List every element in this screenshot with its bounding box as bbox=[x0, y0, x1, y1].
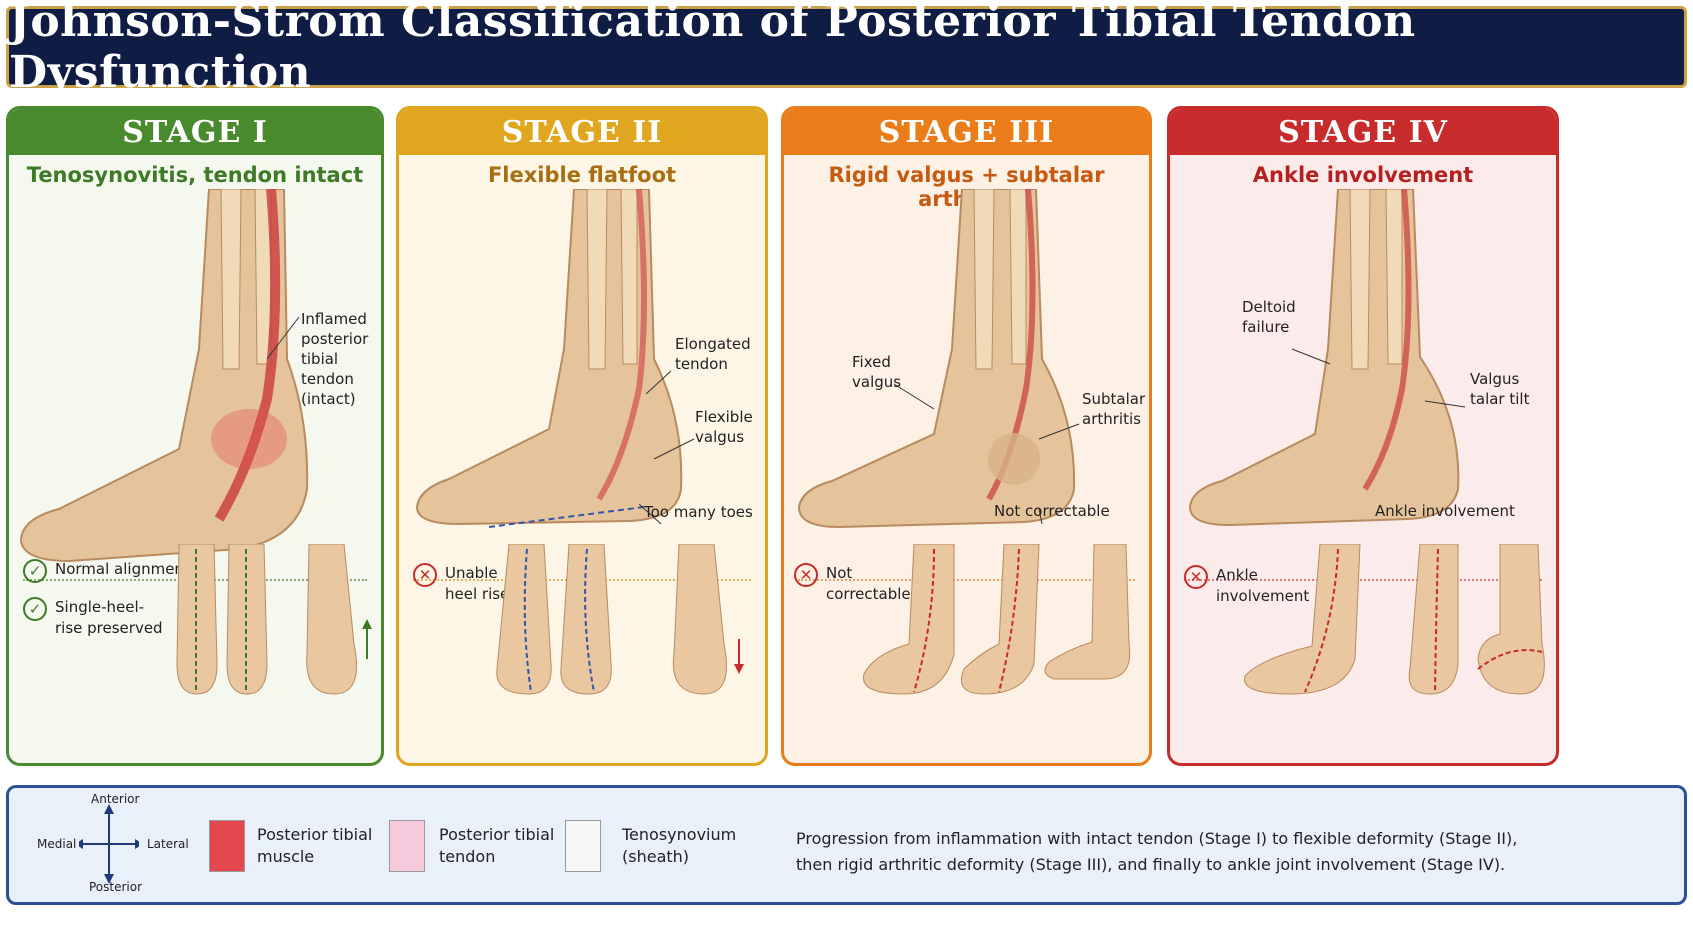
swatch-sheath bbox=[565, 820, 601, 872]
title-bar: Johnson-Strom Classification of Posterio… bbox=[6, 0, 1687, 98]
stage-2-label-elongated: Elongated tendon bbox=[675, 335, 751, 373]
swatch-muscle bbox=[209, 820, 245, 872]
stage-3-foot-illustration bbox=[797, 189, 1080, 529]
legend-sheath-label: Tenosynovium (sheath) bbox=[622, 825, 737, 866]
cross-icon: ✕ bbox=[413, 563, 437, 587]
page-title: Johnson-Strom Classification of Posterio… bbox=[9, 0, 1416, 98]
stage-3-heel-views bbox=[863, 544, 1131, 695]
stage-4-divider bbox=[1184, 579, 1542, 581]
swatch-tendon bbox=[389, 820, 425, 872]
compass-medial: Medial bbox=[37, 837, 77, 851]
stage-2-heel-views bbox=[496, 544, 744, 695]
stage-4-note-1: ✕ Ankle involvement bbox=[1184, 565, 1309, 607]
stage-4-label-deltoid: Deltoid failure bbox=[1242, 298, 1296, 336]
check-icon: ✓ bbox=[23, 597, 47, 621]
compass-lateral: Lateral bbox=[147, 837, 189, 851]
stage-2-foot-illustration bbox=[415, 189, 695, 528]
stage-1-note-2: ✓ Single-heel-rise preserved bbox=[23, 597, 163, 639]
stage-3-label-fixed: Fixed valgus bbox=[852, 353, 902, 391]
cross-icon: ✕ bbox=[1184, 565, 1208, 589]
legend-tendon-label: Posterior tibial tendon bbox=[439, 825, 555, 866]
stage-1-foot-illustration bbox=[19, 189, 309, 563]
stage-4-heel-views bbox=[1244, 544, 1545, 695]
stage-2-panel: STAGE II Flexible flatfoot Elongated ten… bbox=[396, 106, 768, 766]
stage-1-panel: STAGE I Tenosynovitis, tendon intact Inf… bbox=[6, 106, 384, 766]
stage-3-divider bbox=[798, 579, 1135, 581]
stage-3-panel: STAGE III Rigid valgus + subtalar arthri… bbox=[781, 106, 1152, 766]
stage-4-label-ankle: Ankle involvement bbox=[1375, 502, 1515, 520]
stage-1-note-1: ✓ Normal alignment bbox=[23, 559, 190, 583]
stage-1-heel-views bbox=[176, 544, 372, 695]
stage-2-header: STAGE II bbox=[399, 109, 765, 155]
stage-2-note-1: ✕ Unable heel rise bbox=[413, 563, 523, 605]
stage-3-note-1: ✕ Not correctable bbox=[794, 563, 911, 605]
stage-1-subtitle: Tenosynovitis, tendon intact bbox=[26, 163, 364, 187]
stage-2-label-valgus: Flexible valgus bbox=[695, 408, 753, 446]
summary-line-1: Progression from inflammation with intac… bbox=[796, 829, 1518, 848]
compass-arrows bbox=[79, 804, 139, 884]
cross-icon: ✕ bbox=[794, 563, 818, 587]
stage-3-label-correctable: Not correctable bbox=[994, 502, 1110, 520]
stage-3-label-arthritis: Subtalar arthritis bbox=[1082, 390, 1146, 428]
stage-4-label-valgus: Valgus talar tilt bbox=[1470, 370, 1530, 408]
stage-2-label-toes: Too many toes bbox=[644, 503, 753, 521]
compass-anterior: Anterior bbox=[91, 792, 140, 806]
legend-panel: Anterior Posterior Medial Lateral Poster… bbox=[6, 785, 1687, 905]
stage-3-header: STAGE III bbox=[784, 109, 1149, 155]
legend-muscle-label: Posterior tibial muscle bbox=[257, 825, 373, 866]
stage-4-panel: STAGE IV Ankle involvement Deltoid failu… bbox=[1167, 106, 1559, 766]
stage-1-header: STAGE I bbox=[9, 109, 381, 155]
compass-posterior: Posterior bbox=[89, 880, 143, 894]
stage-4-subtitle: Ankle involvement bbox=[1252, 163, 1474, 187]
stage-4-foot-illustration bbox=[1188, 189, 1466, 527]
summary-line-2: then rigid arthritic deformity (Stage II… bbox=[796, 855, 1506, 874]
stage-4-header: STAGE IV bbox=[1170, 109, 1556, 155]
stage-2-subtitle: Flexible flatfoot bbox=[487, 163, 677, 187]
check-icon: ✓ bbox=[23, 559, 47, 583]
